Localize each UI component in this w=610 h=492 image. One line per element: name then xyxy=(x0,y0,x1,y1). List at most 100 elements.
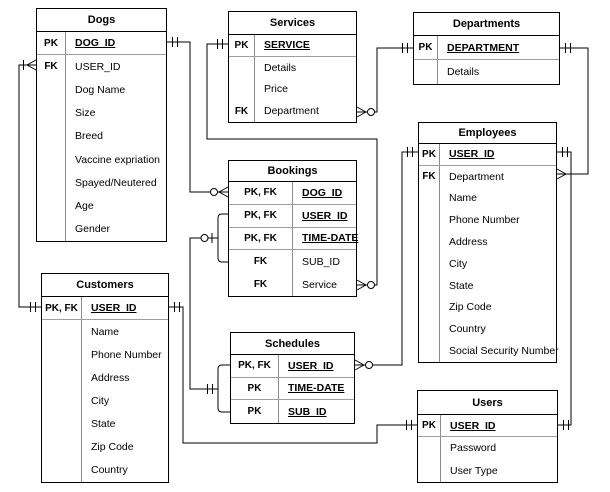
connector-departments-employees-department xyxy=(557,47,589,175)
field-name: Address xyxy=(91,371,130,384)
key-label: PK, FK xyxy=(229,227,293,250)
entity-row: FK Department xyxy=(229,100,356,122)
key-label xyxy=(419,318,440,341)
entity-row: PK, FK USER_ID xyxy=(231,355,354,378)
entity-title-schedules: Schedules xyxy=(231,333,354,355)
field-name: Zip Code xyxy=(91,441,134,454)
field-name: SERVICE xyxy=(264,39,310,52)
field-name: Department xyxy=(264,105,319,118)
key-label xyxy=(42,366,82,390)
zero-ring xyxy=(200,234,209,242)
field-name: Phone Number xyxy=(449,214,520,227)
crow-foot xyxy=(556,173,567,180)
entity-row: City xyxy=(419,252,556,275)
key-label xyxy=(419,252,440,275)
connector-employees-users-userid xyxy=(557,151,572,426)
field-name: USER_ID xyxy=(302,209,348,222)
entity-row: Age xyxy=(37,194,166,218)
key-label xyxy=(42,389,82,413)
key-label: PK xyxy=(414,36,438,59)
field-name: Phone Number xyxy=(91,348,162,361)
field-name: USER_ID xyxy=(450,419,496,432)
entity-row: Name xyxy=(42,320,168,344)
crow-foot xyxy=(218,186,229,193)
key-label: FK xyxy=(37,55,66,79)
zero-ring xyxy=(367,108,375,116)
crow-foot xyxy=(218,191,229,198)
connector-employees-schedules-userid xyxy=(355,151,418,366)
field-name: Name xyxy=(91,325,120,338)
key-label xyxy=(419,187,440,210)
crow-foot xyxy=(356,111,367,118)
field-name: Country xyxy=(449,323,486,336)
crow-foot xyxy=(356,279,367,286)
field-name: USER_ID xyxy=(75,60,121,73)
key-label: PK xyxy=(231,400,279,423)
entity-title-dogs: Dogs xyxy=(37,9,166,32)
entity-row: Details xyxy=(229,56,356,79)
entity-row: Breed xyxy=(37,124,166,149)
key-label xyxy=(37,148,66,172)
field-name: Details xyxy=(264,61,297,74)
entity-row: FK USER_ID xyxy=(37,55,166,79)
key-label xyxy=(419,274,440,297)
key-label xyxy=(418,437,441,460)
entity-title-services: Services xyxy=(229,12,356,35)
key-group-bracket-schedules-key-group xyxy=(217,364,230,413)
field-name: USER_ID xyxy=(449,148,495,161)
field-name: DEPARTMENT xyxy=(447,41,520,54)
key-label xyxy=(414,60,438,84)
crow-foot xyxy=(356,284,367,291)
field-name: TIME-DATE xyxy=(288,382,345,395)
field-name: Address xyxy=(449,236,488,249)
field-name: Price xyxy=(264,83,288,96)
connector-customers-users-userid xyxy=(169,306,417,444)
entity-row: Address xyxy=(42,366,168,390)
key-label xyxy=(419,296,440,319)
entity-row: City xyxy=(42,389,168,413)
key-label xyxy=(37,124,66,149)
key-label xyxy=(37,171,66,195)
key-label xyxy=(418,459,441,482)
crow-foot xyxy=(356,106,367,113)
entity-row: Price xyxy=(229,78,356,101)
key-label xyxy=(37,101,66,125)
field-name: State xyxy=(91,418,116,431)
crow-foot xyxy=(26,59,37,66)
key-label: PK, FK xyxy=(42,297,82,320)
key-label: FK xyxy=(229,273,293,296)
field-name: USER_ID xyxy=(288,359,334,372)
key-label xyxy=(229,56,255,79)
entity-title-employees: Employees xyxy=(419,123,556,144)
key-label: PK, FK xyxy=(231,355,279,377)
key-label xyxy=(37,217,66,241)
key-label: FK xyxy=(419,165,440,188)
entity-row: Vaccine expriation xyxy=(37,148,166,172)
entity-row: Country xyxy=(42,458,168,482)
entity-row: Dog Name xyxy=(37,78,166,102)
key-label: FK xyxy=(229,250,293,274)
field-name: Name xyxy=(449,192,478,205)
key-label: PK xyxy=(418,415,441,437)
entity-row: PK DEPARTMENT xyxy=(414,36,559,60)
field-name: Breed xyxy=(75,130,104,143)
key-label: FK xyxy=(229,100,255,122)
